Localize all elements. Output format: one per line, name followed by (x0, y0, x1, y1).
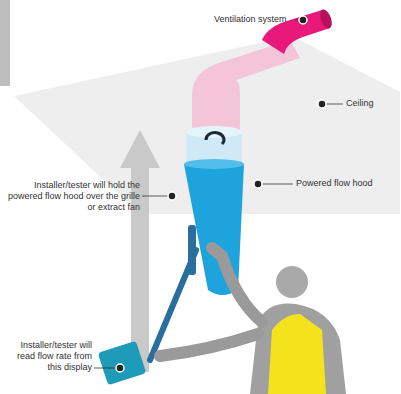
display-unit (98, 341, 147, 386)
hood-label: Powered flow hood (296, 178, 396, 189)
ceiling-label: Ceiling (346, 98, 396, 109)
duct-lower (192, 40, 300, 150)
person-arm-lower (160, 334, 258, 356)
pipe-label: Ventilation system (214, 14, 294, 25)
hood-body-top (184, 159, 244, 169)
person-arm-upper (212, 248, 262, 322)
pipe-end (318, 8, 334, 30)
grille-symbol (206, 133, 224, 144)
photo-strip (0, 0, 10, 86)
person-head (276, 266, 308, 298)
hi-vis-vest (268, 314, 326, 394)
hold-note: Installer/tester will hold the powered f… (6, 180, 140, 213)
hood-grip (188, 225, 196, 275)
leader-dots (116, 16, 326, 372)
lift-arrow (120, 130, 160, 372)
display-note: Installer/tester will read flow rate fro… (12, 340, 92, 373)
